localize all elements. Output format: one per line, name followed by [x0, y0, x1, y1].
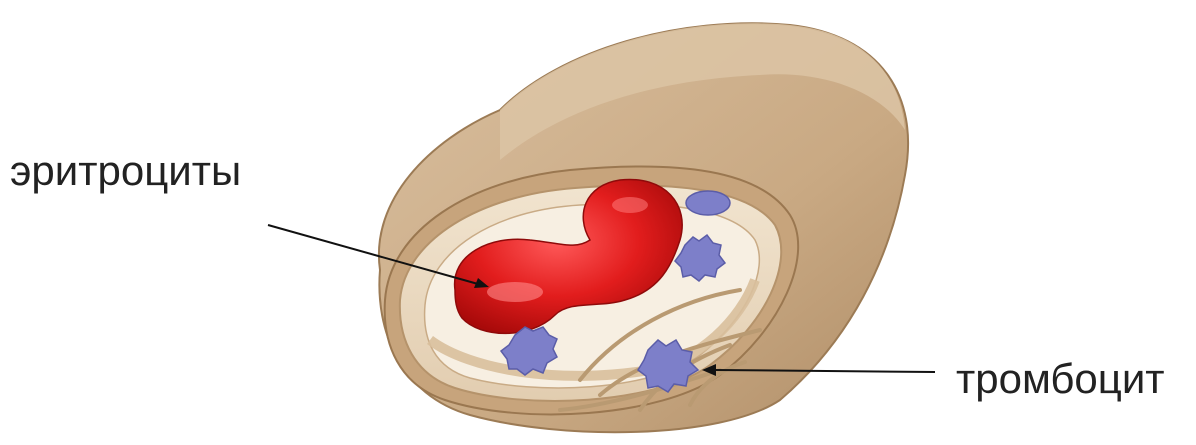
platelet-disc [686, 191, 730, 215]
label-platelet: тромбоцит [956, 358, 1165, 400]
label-erythrocytes: эритроциты [10, 150, 241, 192]
